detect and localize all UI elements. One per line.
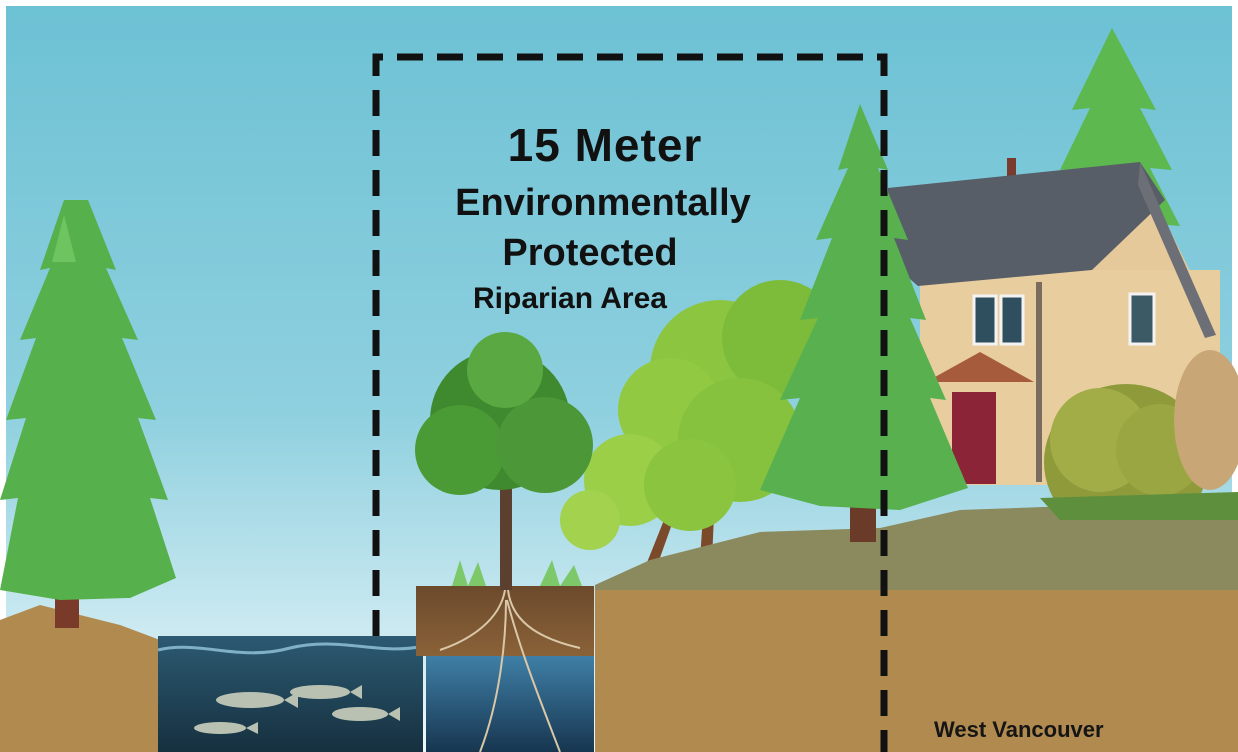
title-line-1: 15 Meter [507,119,703,171]
title-line-2: Environmentally [455,182,751,224]
roots-icon [439,589,581,752]
evergreen-tree-icon [760,104,968,542]
evergreen-tree-icon [0,200,176,628]
title-line-4: Riparian Area [473,282,667,315]
water-with-fish [157,636,424,752]
ground [0,492,1238,752]
location-label: West Vancouver [934,717,1104,742]
protected-area-boundary [372,53,888,752]
title-line-3: Protected [502,232,678,274]
border-left [0,0,6,752]
tree-with-roots [415,332,594,752]
border-top [0,0,1238,6]
fish-icon [194,685,400,734]
